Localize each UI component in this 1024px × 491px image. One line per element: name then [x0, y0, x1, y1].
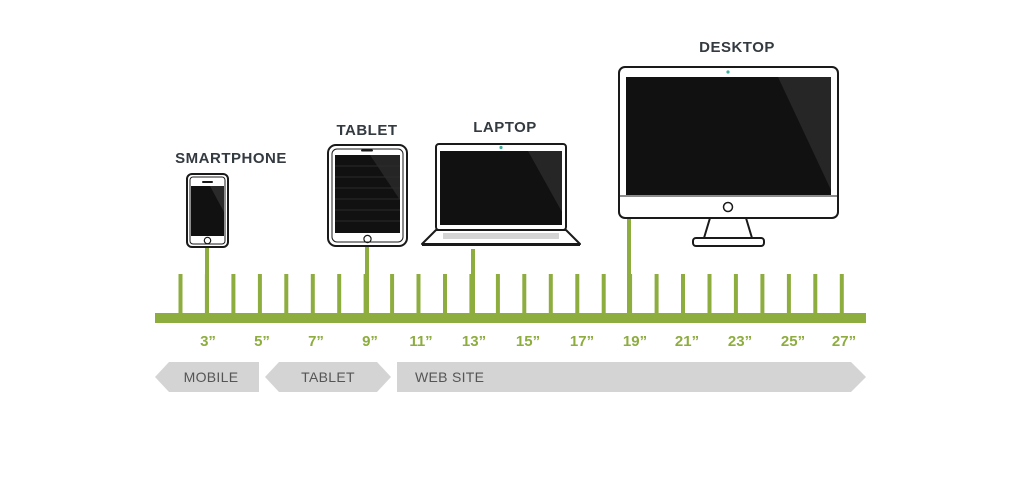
tablet-band — [265, 362, 391, 392]
scale-label-15: 15” — [516, 333, 540, 350]
desktop-label: DESKTOP — [699, 39, 775, 56]
scale-label-25: 25” — [781, 333, 805, 350]
scale-label-9: 9” — [362, 333, 378, 350]
scale-label-11: 11” — [409, 333, 432, 350]
scale-label-13: 13” — [462, 333, 486, 350]
ruler-ticks — [178, 274, 844, 313]
scale-label-23: 23” — [728, 333, 752, 350]
ruler-baseline — [155, 313, 866, 323]
tablet-band-label: TABLET — [301, 369, 355, 385]
scale-label-17: 17” — [570, 333, 594, 350]
tablet-icon — [327, 144, 408, 247]
laptop-icon — [421, 143, 581, 246]
website-band — [397, 362, 866, 392]
smartphone-icon — [186, 173, 229, 248]
scale-label-27: 27” — [832, 333, 856, 350]
scale-label-5: 5” — [254, 333, 270, 350]
tablet-label: TABLET — [336, 122, 397, 139]
category-bands: MOBILE TABLET WEB SITE — [155, 362, 866, 392]
scale-label-19: 19” — [623, 333, 647, 350]
laptop-label: LAPTOP — [473, 119, 537, 136]
scale-label-3: 3” — [200, 333, 216, 350]
desktop-icon — [618, 66, 839, 247]
smartphone-label: SMARTPHONE — [175, 150, 287, 167]
scale-label-7: 7” — [308, 333, 324, 350]
ruler-labels: 3” 5” 7” 9” 11” 13” 15” 17” 19” 21” 23” … — [200, 333, 856, 350]
scale-label-21: 21” — [675, 333, 699, 350]
mobile-band — [155, 362, 259, 392]
mobile-band-label: MOBILE — [184, 369, 239, 385]
size-ruler: 3” 5” 7” 9” 11” 13” 15” 17” 19” 21” 23” … — [155, 274, 866, 350]
website-band-label: WEB SITE — [415, 369, 484, 385]
